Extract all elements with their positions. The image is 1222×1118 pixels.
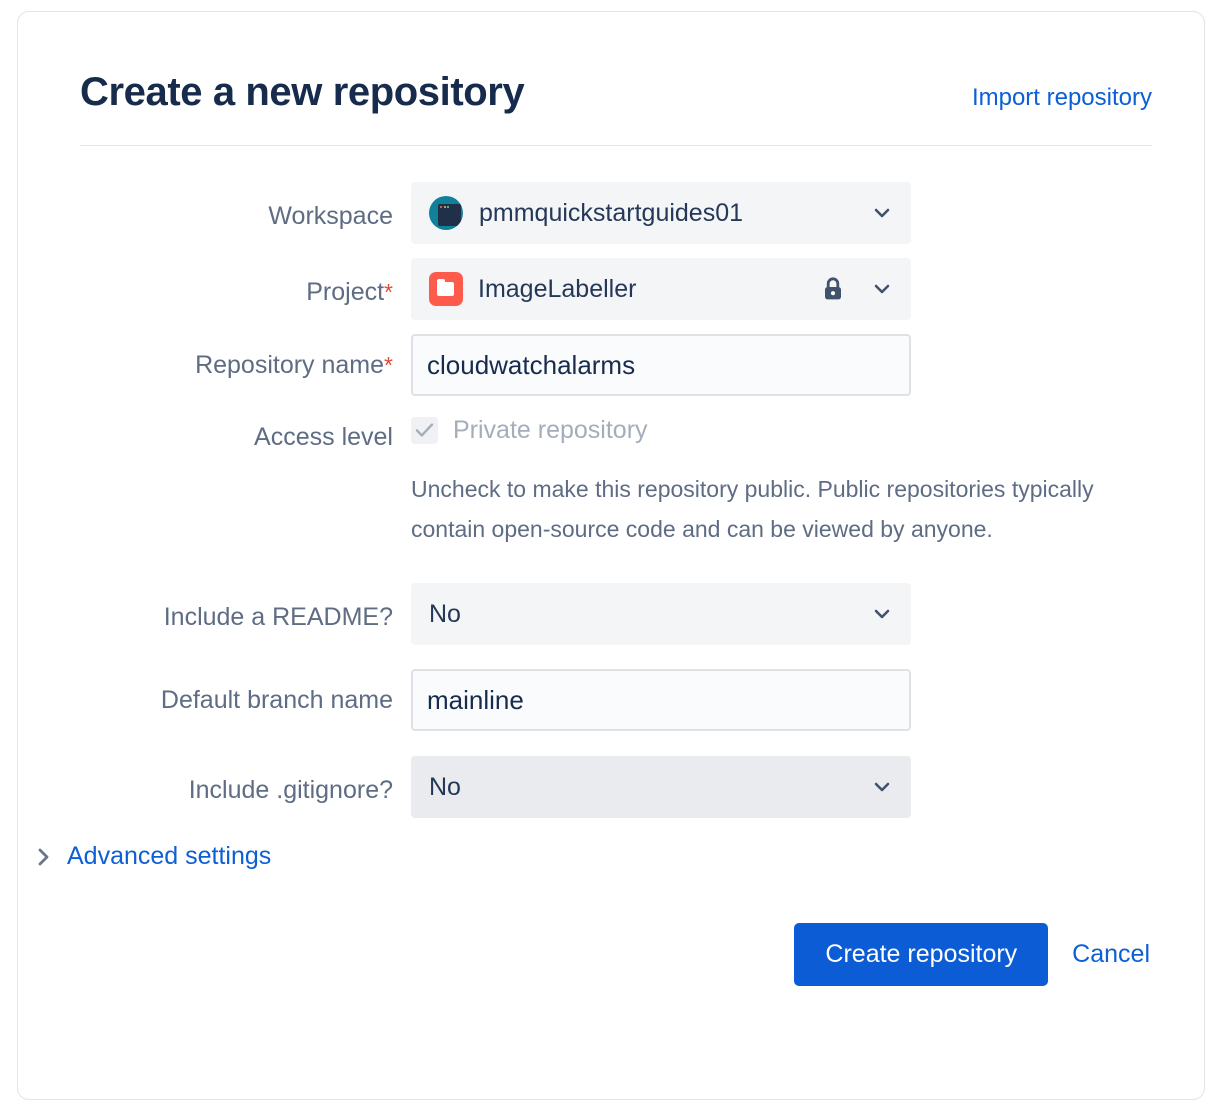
include-readme-label: Include a README? <box>80 583 411 634</box>
private-repository-checkbox-row[interactable]: Private repository <box>411 410 1152 450</box>
default-branch-name-label: Default branch name <box>80 669 411 717</box>
field-row-repository-name: Repository name* <box>80 334 1152 396</box>
include-readme-label-text: Include a README? <box>163 603 393 632</box>
access-level-label-text: Access level <box>254 423 393 451</box>
default-branch-name-input[interactable] <box>411 669 911 732</box>
repository-name-input[interactable] <box>411 334 911 396</box>
import-repository-link[interactable]: Import repository <box>971 84 1152 111</box>
advanced-settings-label: Advanced settings <box>67 842 272 871</box>
cancel-button[interactable]: Cancel <box>1070 934 1152 975</box>
create-repository-button[interactable]: Create repository <box>794 923 1049 987</box>
include-gitignore-label: Include .gitignore? <box>80 756 411 807</box>
workspace-select[interactable]: pmmquickstartguides01 <box>411 182 911 244</box>
access-level-help-text: Uncheck to make this repository public. … <box>411 476 1094 542</box>
field-row-workspace: Workspace pmmquickstartguides01 <box>80 182 1152 244</box>
include-readme-value: No <box>429 599 461 628</box>
field-row-include-readme: Include a README? No <box>80 583 1152 646</box>
include-gitignore-value: No <box>429 772 461 801</box>
chevron-down-icon <box>872 604 892 624</box>
project-value: ImageLabeller <box>478 274 637 303</box>
field-row-access-level: Access level Private repository Uncheck … <box>80 410 1152 549</box>
default-branch-name-label-text: Default branch name <box>160 686 393 715</box>
project-required-marker: * <box>384 279 393 305</box>
create-repository-form: Workspace pmmquickstartguides01 <box>38 182 1152 987</box>
workspace-avatar-icon <box>429 196 463 230</box>
chevron-right-icon <box>32 846 54 868</box>
private-repository-checkbox-label: Private repository <box>453 415 648 444</box>
repository-name-label-text: Repository name <box>195 351 385 379</box>
create-repository-card: Create a new repository Import repositor… <box>17 11 1205 1100</box>
project-label-text: Project <box>306 278 385 306</box>
repository-name-required-marker: * <box>384 352 393 378</box>
include-gitignore-label-text: Include .gitignore? <box>188 776 393 805</box>
workspace-value: pmmquickstartguides01 <box>479 198 744 227</box>
workspace-label: Workspace <box>80 182 411 233</box>
include-gitignore-select[interactable]: No <box>411 756 911 819</box>
form-actions: Create repository Cancel <box>80 923 1152 987</box>
include-readme-select[interactable]: No <box>411 583 911 646</box>
check-icon <box>415 422 434 437</box>
field-row-project: Project* ImageLabeller <box>80 258 1152 320</box>
folder-icon <box>429 272 463 306</box>
project-select[interactable]: ImageLabeller <box>411 258 911 320</box>
repository-name-label: Repository name* <box>80 334 411 382</box>
private-repository-checkbox[interactable] <box>411 416 438 444</box>
advanced-settings-toggle[interactable]: Advanced settings <box>32 842 271 871</box>
field-row-default-branch-name: Default branch name <box>80 669 1152 732</box>
chevron-down-icon <box>872 279 892 299</box>
card-header: Create a new repository Import repositor… <box>80 70 1152 114</box>
lock-icon <box>821 276 845 302</box>
project-label: Project* <box>80 258 411 309</box>
workspace-label-text: Workspace <box>268 202 393 230</box>
header-divider <box>80 145 1152 146</box>
field-row-include-gitignore: Include .gitignore? No <box>80 756 1152 819</box>
page-title: Create a new repository <box>80 70 525 114</box>
access-level-label: Access level <box>80 410 411 454</box>
chevron-down-icon <box>872 777 892 797</box>
chevron-down-icon <box>872 203 892 223</box>
